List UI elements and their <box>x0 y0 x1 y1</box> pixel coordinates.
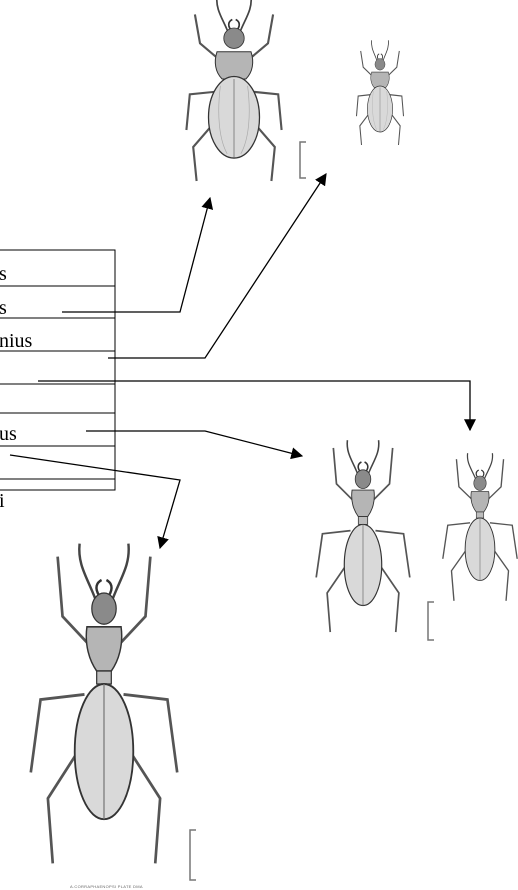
table-row-3-label: nius <box>0 330 33 352</box>
plate-caption: A.CORRAPHAENOPSI PLATE DMA <box>70 884 143 889</box>
connectors <box>10 174 470 548</box>
arrow-row3-to-small-top-beetle <box>108 174 326 358</box>
beetle-pair-right <box>316 440 517 640</box>
beetle-slender-bottom <box>31 544 177 864</box>
beetle-slender-small <box>443 453 517 601</box>
scale-bar <box>190 830 196 880</box>
table-row-5-label: us <box>0 423 17 445</box>
beetle-pair-top <box>186 0 403 181</box>
arrow-row4-to-right-beetle <box>38 381 470 430</box>
scale-bar <box>428 602 434 640</box>
beetle-slender-large <box>316 440 410 632</box>
table-row-2-label: s <box>0 297 7 319</box>
table-row-1-label: s <box>0 263 7 285</box>
arrow-row2-to-top-beetle <box>62 198 210 312</box>
beetle-small-wide <box>356 40 403 145</box>
table-row-7-label: i <box>0 490 5 512</box>
beetle-large-bottom: A.CORRAPHAENOPSI PLATE DMA <box>31 544 196 889</box>
arrow-row5-to-right-pair <box>86 431 302 456</box>
beetle-large-wide <box>186 0 281 181</box>
arrow-row6-to-bottom-beetle <box>10 455 180 548</box>
scale-bar <box>300 142 306 178</box>
